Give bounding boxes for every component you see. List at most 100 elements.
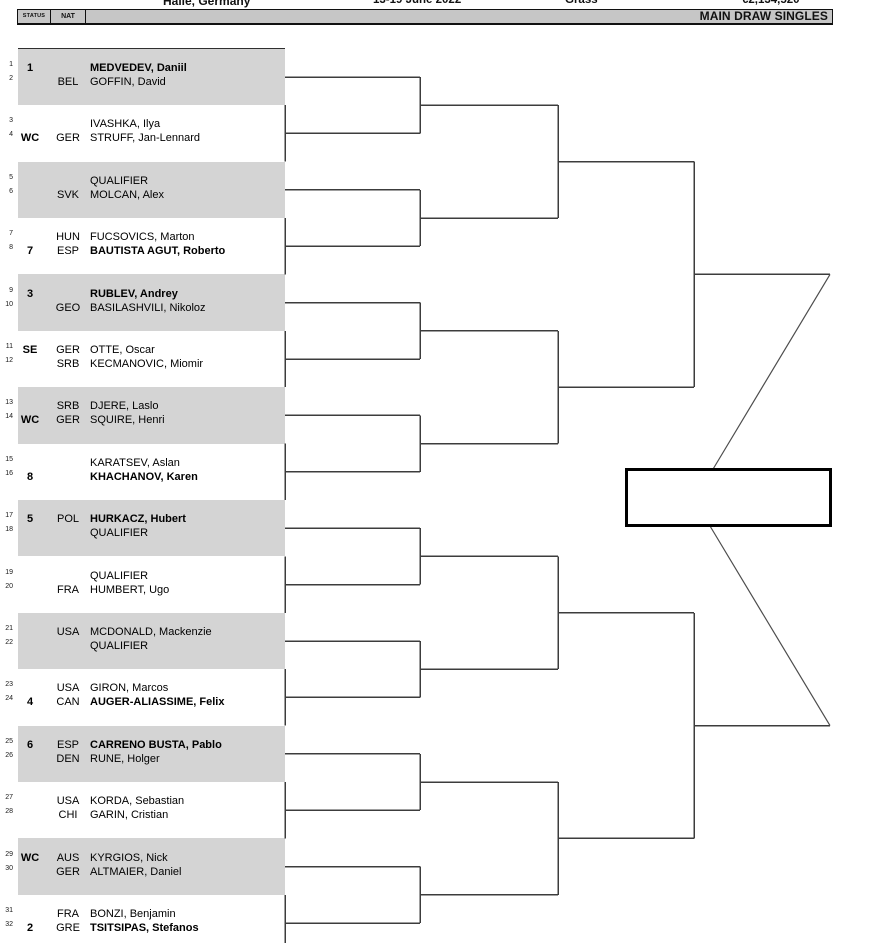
nationality: GRE: [56, 922, 80, 934]
draw-pair-block: [18, 387, 285, 444]
row-number: 10: [5, 300, 13, 308]
player-name: MOLCAN, Alex: [90, 188, 164, 201]
tournament-info-row-clipped: Halle, Germany 13-19 June 2022 Grass €2,…: [0, 0, 880, 8]
row-number: 1: [9, 61, 13, 68]
nationality: ESP: [56, 738, 79, 751]
player-name: GARIN, Cristian: [90, 809, 169, 822]
player-name: KORDA, Sebastian: [90, 795, 185, 808]
draw-pair-block: [18, 161, 285, 218]
player-name: OTTE, Oscar: [90, 344, 155, 356]
nationality: SRB: [56, 400, 80, 413]
player-name: STRUFF, Jan-Lennard: [90, 132, 201, 145]
tournament-name: Halle, Germany: [163, 0, 251, 8]
player-name: RUBLEV, Andrey: [90, 287, 178, 300]
player-name: QUALIFIER: [90, 640, 149, 652]
player-name: QUALIFIER: [90, 174, 149, 187]
nationality: SVK: [56, 188, 79, 201]
nationality: GER: [56, 865, 80, 878]
nationality: POL: [56, 513, 79, 526]
row-number: 18: [5, 526, 13, 534]
player-name: KYRGIOS, Nick: [90, 851, 168, 864]
seed-status: 1: [26, 62, 34, 74]
tournament-dates: 13-19 June 2022: [373, 0, 462, 6]
row-number: 2: [9, 75, 13, 82]
row-number: 16: [5, 469, 13, 477]
row-number: 3: [9, 117, 13, 125]
tournament-surface: Grass: [565, 0, 598, 6]
player-name: CARRENO BUSTA, Pablo: [90, 738, 222, 751]
row-number: 7: [9, 230, 13, 238]
seed-status: 5: [26, 513, 34, 526]
player-name: MEDVEDEV, Daniil: [90, 62, 187, 74]
nationality: HUN: [56, 231, 80, 244]
seed-status: 3: [26, 287, 34, 300]
final-diagonals: [709, 274, 831, 726]
row-number: 29: [5, 850, 13, 858]
row-number: 25: [5, 737, 13, 745]
player-name: TSITSIPAS, Stefanos: [90, 922, 199, 934]
row-number: 11: [5, 343, 13, 350]
seed-status: 6: [26, 738, 34, 751]
row-number: 19: [5, 568, 13, 576]
row-number: 15: [5, 455, 13, 463]
player-name: GOFFIN, David: [90, 76, 166, 88]
row-number: 4: [9, 131, 13, 139]
nationality: FRA: [57, 583, 79, 596]
seed-status: 8: [26, 470, 34, 483]
row-number: 22: [5, 639, 13, 646]
player-name: HUMBERT, Ugo: [90, 583, 170, 596]
draw-header-bar: STATUS NAT MAIN DRAW SINGLES: [17, 8, 833, 25]
draw-pair-block: [18, 838, 285, 895]
row-number: 24: [5, 695, 13, 703]
row-number: 27: [5, 794, 13, 802]
draw-pair-block: [18, 500, 285, 557]
row-number: 8: [9, 244, 13, 252]
nationality: FRA: [57, 908, 79, 920]
seed-status: WC: [20, 132, 40, 145]
final-box: [625, 468, 832, 527]
nat-column-header: NAT: [51, 9, 86, 23]
draw-pair-block: [18, 725, 285, 782]
draw-pair-block: [18, 612, 285, 670]
nationality: CHI: [58, 809, 78, 822]
nationality: SRB: [56, 358, 80, 370]
player-name: MCDONALD, Mackenzie: [90, 626, 212, 638]
first-block-top-rule: [18, 47, 285, 50]
row-number: 23: [5, 681, 13, 689]
player-name: BAUTISTA AGUT, Roberto: [90, 245, 226, 258]
row-number: 21: [5, 625, 13, 632]
nationality: GER: [56, 132, 80, 145]
player-name: SQUIRE, Henri: [90, 414, 165, 427]
row-number: 14: [5, 413, 13, 421]
nationality: USA: [56, 682, 80, 695]
nationality: AUS: [56, 851, 80, 864]
row-number: 31: [5, 907, 13, 914]
nationality: ESP: [56, 245, 79, 258]
row-number: 5: [9, 173, 13, 181]
player-name: RUNE, Holger: [90, 752, 160, 765]
player-name: FUCSOVICS, Marton: [90, 231, 195, 244]
nationality: BEL: [57, 76, 79, 88]
row-number: 32: [5, 921, 13, 928]
seed-status: 4: [26, 696, 34, 709]
nationality: GER: [56, 344, 80, 356]
player-name: GIRON, Marcos: [90, 682, 169, 695]
row-number: 9: [9, 286, 13, 294]
player-name: KHACHANOV, Karen: [90, 470, 198, 483]
row-number: 13: [5, 399, 13, 407]
row-number: 30: [5, 864, 13, 872]
seed-status: 2: [26, 922, 34, 934]
nationality: USA: [56, 626, 80, 638]
seed-status: WC: [20, 414, 40, 427]
nationality: DEN: [56, 752, 80, 765]
seed-status: SE: [22, 344, 38, 356]
row-number: 20: [5, 582, 13, 590]
draw-pair-block: [18, 48, 285, 106]
row-number: 17: [5, 512, 13, 520]
player-name: ALTMAIER, Daniel: [90, 865, 182, 878]
player-name: DJERE, Laslo: [90, 400, 159, 413]
player-name: IVASHKA, Ilya: [90, 118, 161, 131]
draw-pair-block: [18, 274, 285, 331]
draw-title: MAIN DRAW SINGLES: [699, 9, 828, 23]
player-name: QUALIFIER: [90, 527, 149, 540]
